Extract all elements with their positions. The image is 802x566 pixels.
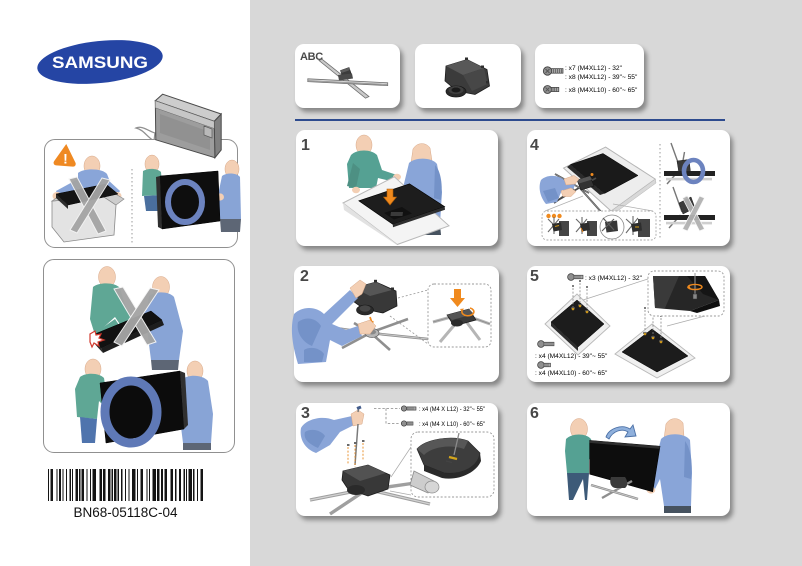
svg-text:: x4 (M4XL10) - 60"~ 65": : x4 (M4XL10) - 60"~ 65" — [535, 370, 608, 377]
svg-text:!: ! — [63, 151, 68, 167]
svg-text:: x3 (M4XL12) - 32": : x3 (M4XL12) - 32" — [585, 275, 643, 282]
svg-text:: x4 (M4 X L10) - 60"~ 65": : x4 (M4 X L10) - 60"~ 65" — [419, 421, 486, 428]
svg-text:SAMSUNG: SAMSUNG — [52, 53, 148, 72]
svg-text:: x4 (M4XL12) - 39"~ 55": : x4 (M4XL12) - 39"~ 55" — [535, 353, 608, 360]
svg-text:ABC: ABC — [300, 51, 323, 63]
svg-text:: x7 (M4XL12) - 32": : x7 (M4XL12) - 32" — [565, 65, 623, 72]
svg-text:: x8 (M4XL10) - 60"~ 65": : x8 (M4XL10) - 60"~ 65" — [565, 87, 638, 94]
svg-text:: x4 (M4 X L12) - 32"~ 55": : x4 (M4 X L12) - 32"~ 55" — [419, 406, 486, 413]
svg-text:: x8 (M4XL12) - 39"~ 55": : x8 (M4XL12) - 39"~ 55" — [565, 74, 638, 81]
